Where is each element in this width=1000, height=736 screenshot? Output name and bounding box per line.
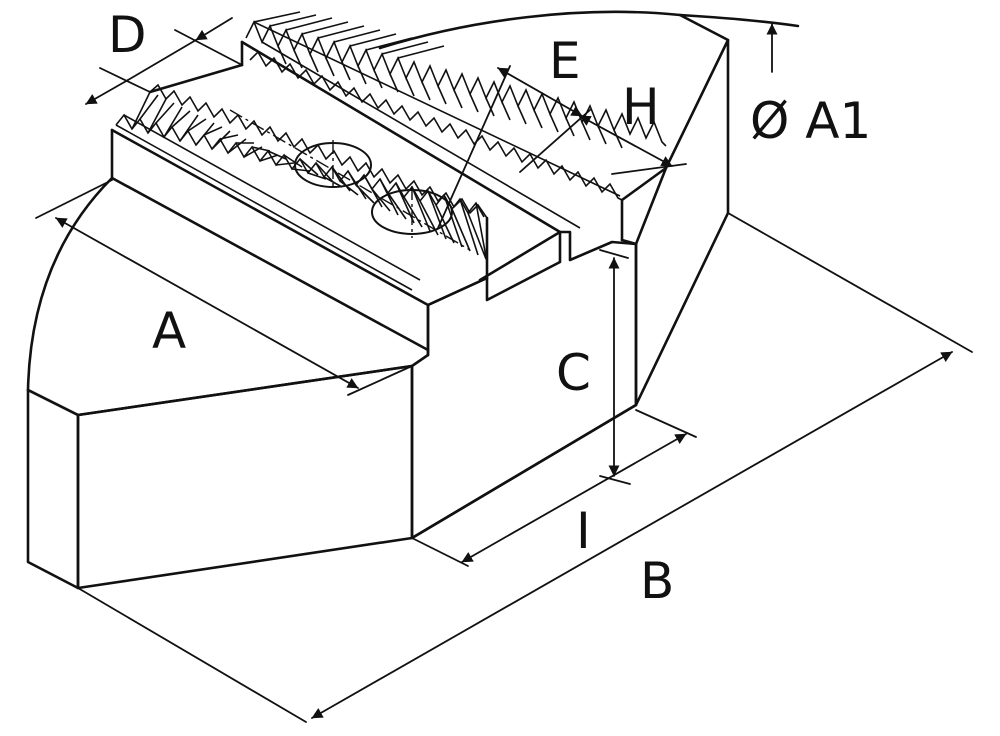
label-a1: Ø A1	[750, 92, 871, 150]
dimension-e: E	[437, 32, 591, 229]
serrations-ridge-1	[115, 83, 489, 307]
left-block-side-face	[26, 388, 80, 590]
label-e: E	[549, 32, 581, 90]
right-top-edge	[620, 166, 668, 202]
floor-front-edge	[410, 403, 638, 540]
label-b: B	[640, 552, 674, 610]
dimension-b: B	[77, 212, 973, 723]
hole-center-line	[229, 109, 471, 251]
label-i: I	[576, 502, 591, 560]
ridge2-bottom-edge	[620, 238, 638, 246]
label-h: H	[622, 78, 660, 136]
mounting-holes	[229, 109, 471, 251]
outer-arc-right	[678, 13, 800, 28]
dimension-h: H	[579, 78, 687, 175]
label-d: D	[108, 6, 147, 64]
center-step-face	[410, 230, 638, 540]
dimension-d: D	[85, 6, 243, 105]
ridge2-base-edge	[240, 40, 562, 234]
left-top-inner-edge	[76, 364, 414, 417]
outer-arc-left	[26, 176, 114, 392]
left-block-top-edge	[26, 388, 80, 417]
dimension-a: A	[35, 179, 413, 396]
dimension-c: C	[556, 249, 631, 485]
label-c: C	[556, 344, 591, 402]
serrations-ridge-2	[245, 11, 667, 229]
plateau-back-edge	[148, 63, 244, 94]
ridge1-tooth-base-edge	[110, 128, 430, 307]
label-a: A	[152, 302, 186, 360]
left-block-front-face	[76, 364, 414, 590]
outer-arc-top	[378, 10, 730, 50]
dimension-a1: Ø A1	[750, 23, 871, 150]
plateau-front-edge	[478, 230, 562, 282]
dimension-i: I	[411, 409, 697, 567]
